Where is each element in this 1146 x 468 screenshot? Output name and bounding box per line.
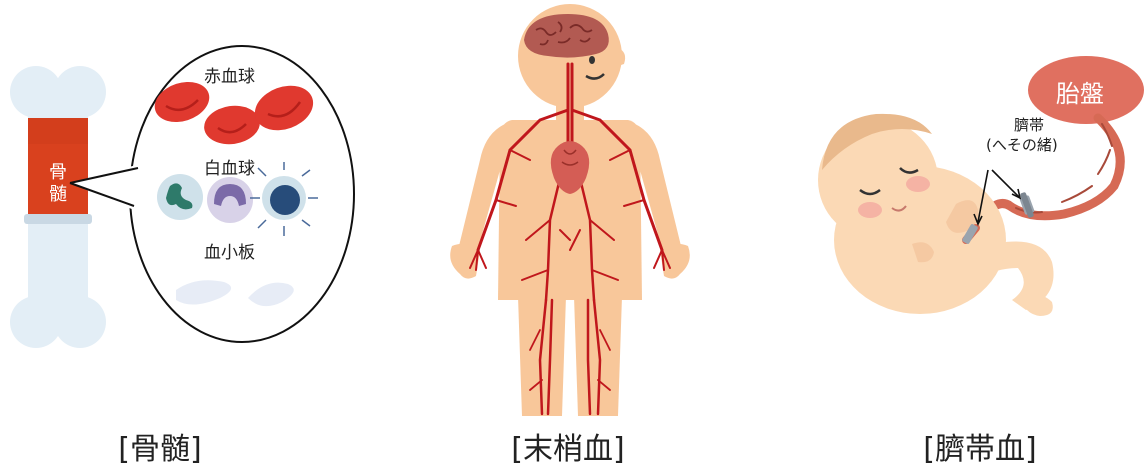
- bone-icon: [10, 66, 106, 348]
- bone-marrow-illustration: [0, 0, 380, 420]
- caption-cord-blood: [臍帯血]: [923, 424, 1036, 468]
- baby-cord-illustration: [780, 0, 1146, 420]
- marrow-label: 骨髄: [46, 162, 70, 206]
- cord-label: 臍帯: [1014, 114, 1044, 135]
- red-blood-cell-label: 赤血球: [204, 62, 255, 87]
- human-body-icon: [450, 4, 690, 416]
- white-blood-cell-label: 白血球: [204, 154, 255, 179]
- platelet-label: 血小板: [204, 238, 255, 263]
- caption-peripheral-blood: [末梢血]: [511, 424, 624, 468]
- bone-marrow-panel: 骨髄 赤血球 白血球 血小板: [0, 0, 380, 468]
- placenta-label: 胎盤: [1056, 74, 1104, 109]
- cord-sub-label: (へその緒): [986, 134, 1058, 155]
- cord-blood-panel: 胎盤 臍帯 (へその緒): [780, 0, 1146, 468]
- peripheral-blood-panel: [400, 0, 740, 468]
- caption-bone-marrow: [骨髄]: [118, 424, 201, 468]
- human-circulatory-illustration: [400, 0, 740, 430]
